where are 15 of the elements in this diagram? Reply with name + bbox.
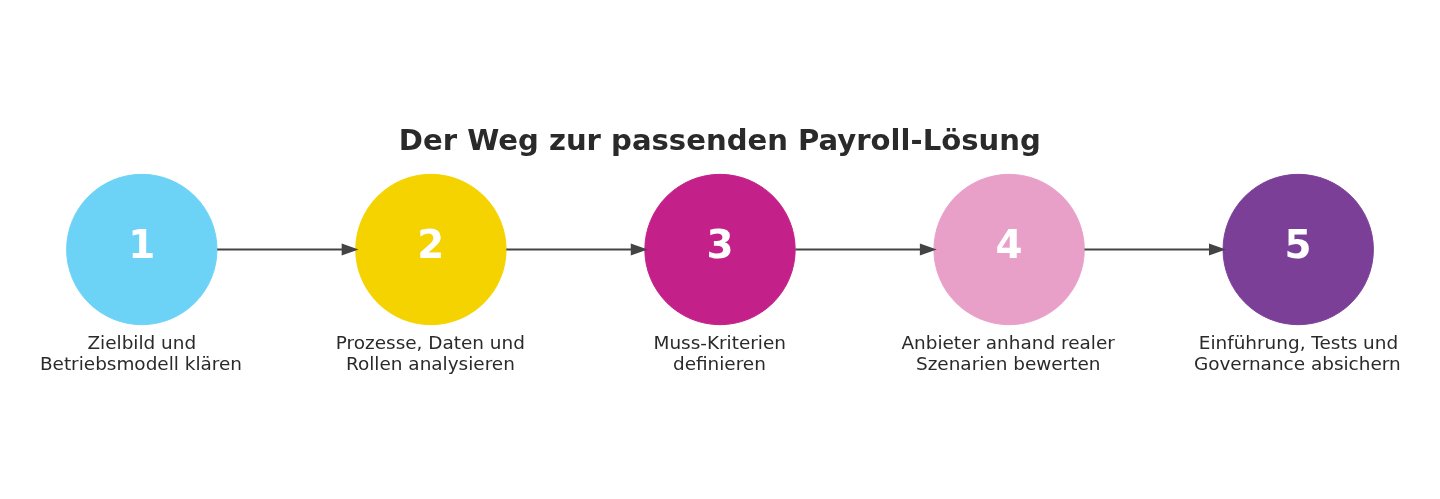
node-circle: 3 — [644, 173, 796, 325]
node-label: Muss-Kriterien definieren — [653, 331, 786, 374]
node-circle: 2 — [355, 173, 507, 325]
node-circle: 5 — [1222, 173, 1374, 325]
arrow — [1084, 243, 1226, 255]
arrow — [217, 243, 359, 255]
node-label: Zielbild und Betriebsmodell klären — [39, 331, 243, 374]
node-circle: 4 — [933, 173, 1085, 325]
node-label: Prozesse, Daten und Rollen analysieren — [335, 331, 525, 374]
node-label: Anbieter anhand realer Szenarien bewerten — [901, 331, 1115, 374]
node-label: Einführung, Tests und Governance absichern — [1193, 331, 1401, 374]
diagram-title: Der Weg zur passenden Payroll-Lösung — [398, 122, 1041, 157]
arrow — [506, 243, 648, 255]
node-circle: 1 — [66, 173, 218, 325]
arrow — [795, 243, 937, 255]
